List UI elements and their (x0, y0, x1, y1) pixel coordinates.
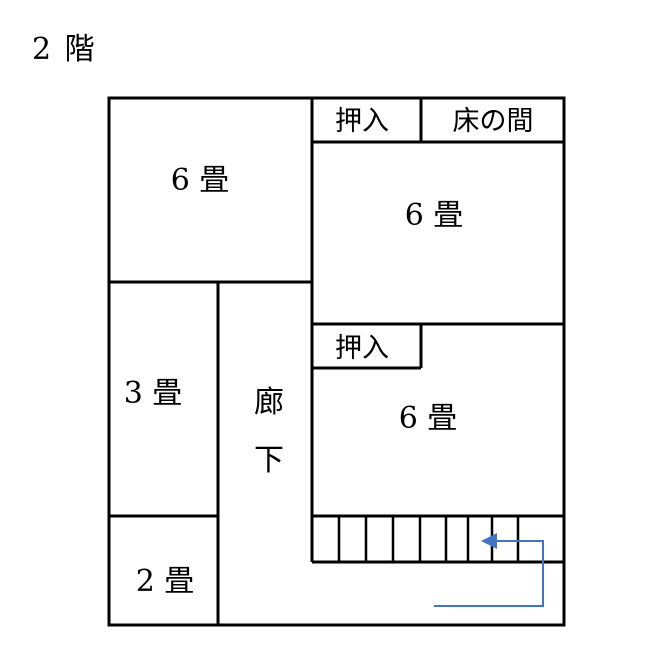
room-label-top-right: 6 畳 (405, 198, 464, 233)
outer-wall (107, 96, 566, 627)
corridor-label-2: 下 (254, 443, 284, 478)
closet-label-top: 押入 (335, 106, 389, 137)
tokonoma-label: 床の間 (453, 106, 534, 137)
room-label-top-left: 6 畳 (171, 163, 230, 198)
room-label-mid-right: 6 畳 (399, 401, 458, 436)
room-label-left-3: 3 畳 (124, 376, 183, 411)
room-label-bottom-left-2: 2 畳 (136, 564, 195, 599)
stair-arrow (434, 540, 544, 607)
closet-label-mid: 押入 (335, 333, 389, 364)
floor-title: 2 階 (32, 32, 97, 67)
stair-arrow-head (481, 533, 497, 549)
corridor-label-1: 廊 (254, 385, 284, 420)
